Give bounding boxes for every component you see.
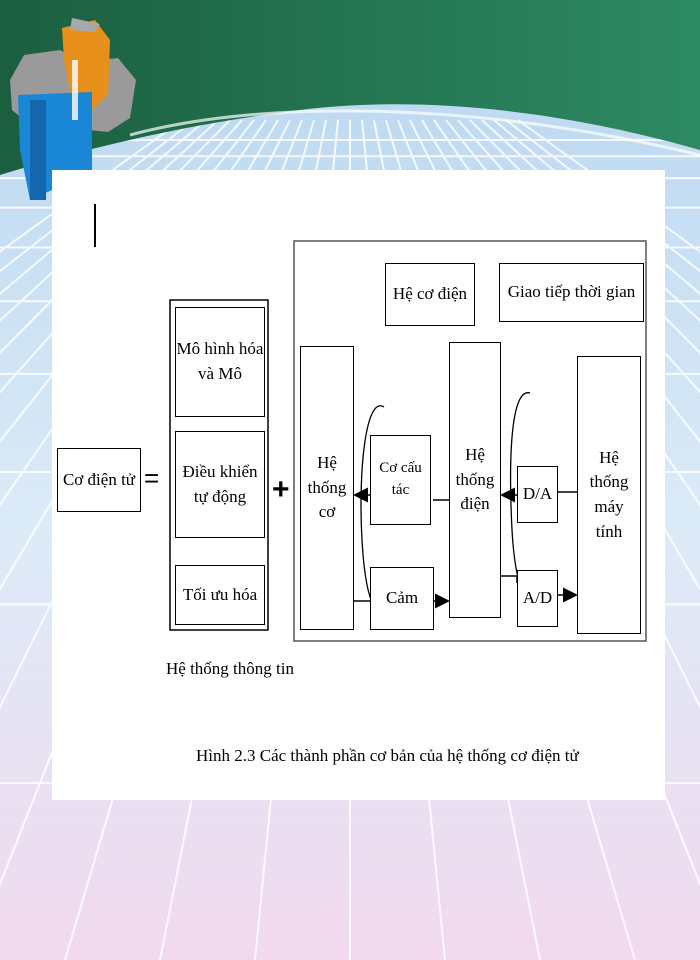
modeling-simulation-box: Mô hình hóa và Mô xyxy=(175,307,265,417)
computer-line-1: Hệ xyxy=(599,447,619,467)
mech-line-3: cơ xyxy=(318,502,336,522)
electromech-label: Hệ cơ điện xyxy=(392,284,468,304)
da-label: D/A xyxy=(522,484,553,504)
control-line-2: tự động xyxy=(193,486,247,506)
grid-line xyxy=(0,119,207,296)
equals-sign: = xyxy=(144,463,160,493)
sensor-box: Cảm xyxy=(370,567,434,630)
electrical-system-box: Hệ thống điện xyxy=(449,342,501,618)
time-interface-box: Giao tiếp thời gian xyxy=(499,263,644,322)
grid-line xyxy=(0,119,195,273)
modeling-line-1: Mô hình hóa xyxy=(176,339,264,359)
computer-line-4: tính xyxy=(595,521,623,541)
computer-line-3: máy xyxy=(594,497,624,516)
automatic-control-box: Điều khiển tự động xyxy=(175,431,265,538)
electromech-label-box: Hệ cơ điện xyxy=(385,263,475,326)
mechatronics-term-box: Cơ điện tử xyxy=(57,448,141,512)
electrical-line-2: thống xyxy=(455,469,495,489)
da-converter-box: D/A xyxy=(517,466,558,523)
electrical-line-1: Hệ xyxy=(465,445,485,465)
computer-line-2: thống xyxy=(589,472,629,492)
mechatronics-term-label: Cơ điện tử xyxy=(62,469,136,489)
electrical-line-3: điện xyxy=(460,494,490,514)
optimization-box: Tối ưu hóa xyxy=(175,565,265,625)
time-interface-label: Giao tiếp thời gian xyxy=(507,282,636,302)
modeling-line-2: và Mô xyxy=(198,364,242,383)
actuator-line-2: tác xyxy=(391,482,410,498)
computer-system-box: Hệ thống máy tính xyxy=(577,356,641,634)
figure-caption: Hình 2.3 Các thành phần cơ bản của hệ th… xyxy=(196,746,579,765)
mech-line-1: Hệ xyxy=(317,453,337,473)
mech-line-2: thống xyxy=(307,477,347,497)
mech-system-box: Hệ thống cơ xyxy=(300,346,354,630)
ad-converter-box: A/D xyxy=(517,570,558,627)
plus-sign: + xyxy=(272,473,290,506)
actuator-box: Cơ cấu tác xyxy=(370,435,431,525)
optimization-label: Tối ưu hóa xyxy=(182,584,258,604)
ad-label: A/D xyxy=(522,588,553,608)
grid-line xyxy=(505,119,700,273)
sensor-label: Cảm xyxy=(385,588,419,608)
control-line-1: Điều khiển xyxy=(182,461,258,481)
actuator-line-1: Cơ cấu xyxy=(379,460,422,477)
info-system-caption: Hệ thống thông tin xyxy=(166,659,294,678)
